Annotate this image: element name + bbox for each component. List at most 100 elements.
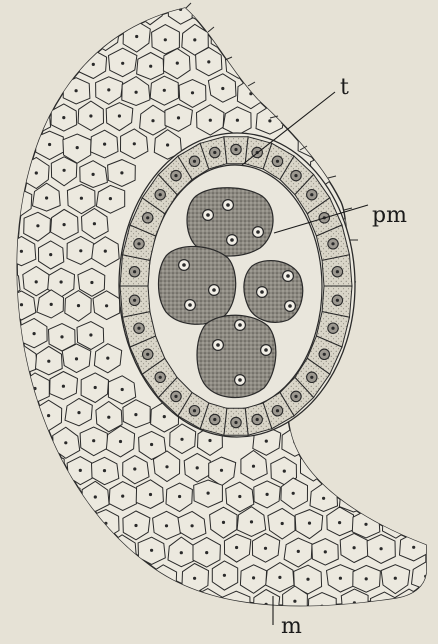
wall-cell <box>309 49 337 76</box>
cell-nucleus <box>250 520 253 523</box>
cell-nucleus <box>49 523 52 526</box>
wall-cell <box>414 615 438 644</box>
wall-cell <box>0 480 20 507</box>
cell-nucleus <box>321 443 324 446</box>
cell-nucleus <box>163 415 166 418</box>
wall-cell <box>428 105 438 134</box>
cell-nucleus <box>75 631 78 634</box>
cell-nucleus <box>399 305 402 308</box>
cell-nucleus <box>4 172 7 175</box>
cell-nucleus <box>321 61 324 64</box>
wall-cell <box>327 22 354 49</box>
label-pm: pm <box>372 203 407 228</box>
cell-nucleus <box>426 469 429 472</box>
cell-nucleus <box>278 87 281 90</box>
cell-nucleus <box>252 465 255 468</box>
cell-nucleus <box>408 60 411 63</box>
cell-nucleus <box>148 602 151 605</box>
wall-cell <box>342 101 369 130</box>
cell-nucleus <box>424 359 427 362</box>
cell-nucleus <box>64 495 67 498</box>
wall-cell <box>138 640 167 644</box>
cell-nucleus <box>6 440 9 443</box>
nucleolus <box>230 238 234 242</box>
wall-cell <box>366 0 394 23</box>
nucleolus <box>310 376 313 379</box>
nucleolus <box>323 353 326 356</box>
wall-cell <box>401 159 428 190</box>
cell-nucleus <box>352 11 355 14</box>
wall-cell <box>401 318 427 347</box>
cell-nucleus <box>382 117 385 120</box>
cell-nucleus <box>205 551 208 554</box>
cell-nucleus <box>92 439 95 442</box>
cell-nucleus <box>48 632 51 635</box>
nucleolus <box>238 323 242 327</box>
wall-cell <box>37 453 64 481</box>
cell-nucleus <box>339 577 342 580</box>
nucleolus <box>336 299 339 302</box>
nucleolus <box>256 230 260 234</box>
nucleolus <box>159 193 162 196</box>
wall-cell <box>396 0 422 20</box>
nucleolus <box>193 160 196 163</box>
wall-cell <box>411 24 438 51</box>
cell-nucleus <box>4 492 7 495</box>
cell-nucleus <box>427 199 430 202</box>
cell-nucleus <box>295 6 298 9</box>
wall-cell <box>367 269 395 296</box>
cell-nucleus <box>92 551 95 554</box>
cell-nucleus <box>410 115 413 118</box>
cell-nucleus <box>252 576 255 579</box>
cell-nucleus <box>323 168 326 171</box>
cell-nucleus <box>196 466 199 469</box>
nucleolus <box>256 418 259 421</box>
cell-nucleus <box>77 304 80 307</box>
wall-cell <box>427 159 438 187</box>
cell-nucleus <box>353 60 356 63</box>
cell-nucleus <box>120 171 123 174</box>
cell-nucleus <box>22 359 25 362</box>
cell-nucleus <box>379 281 382 284</box>
cell-nucleus <box>121 495 124 498</box>
wall-cell <box>310 0 338 27</box>
nucleolus <box>276 160 279 163</box>
cell-nucleus <box>312 465 315 468</box>
cell-nucleus <box>63 223 66 226</box>
cell-nucleus <box>90 281 93 284</box>
nucleolus <box>234 421 237 424</box>
cell-nucleus <box>283 470 286 473</box>
cell-nucleus <box>395 144 398 147</box>
wall-cell <box>357 238 385 267</box>
cell-nucleus <box>407 603 410 606</box>
cell-nucleus <box>137 630 140 633</box>
wall-cell <box>356 22 383 50</box>
cell-nucleus <box>336 413 339 416</box>
cell-nucleus <box>310 142 313 145</box>
cell-nucleus <box>413 173 416 176</box>
nucleolus <box>137 242 140 245</box>
cell-nucleus <box>75 518 78 521</box>
wall-cell <box>430 268 438 296</box>
label-m: m <box>281 614 302 639</box>
wall-cell <box>19 588 47 616</box>
cell-nucleus <box>165 465 168 468</box>
cell-nucleus <box>408 6 411 9</box>
wall-cell <box>356 293 382 324</box>
cell-nucleus <box>32 62 35 65</box>
cell-nucleus <box>379 439 382 442</box>
wall-cell <box>416 241 438 269</box>
nucleolus <box>216 343 220 347</box>
wall-cell <box>340 157 368 185</box>
wall-cell <box>48 538 75 566</box>
cell-nucleus <box>17 200 20 203</box>
wall-cell <box>66 25 93 52</box>
cell-nucleus <box>340 34 343 37</box>
wall-cell <box>387 292 414 320</box>
cell-nucleus <box>396 91 399 94</box>
cell-nucleus <box>323 117 326 120</box>
nucleolus <box>294 174 297 177</box>
wall-cell <box>354 457 382 483</box>
wall-cell <box>10 401 37 428</box>
wall-cell <box>122 563 150 592</box>
